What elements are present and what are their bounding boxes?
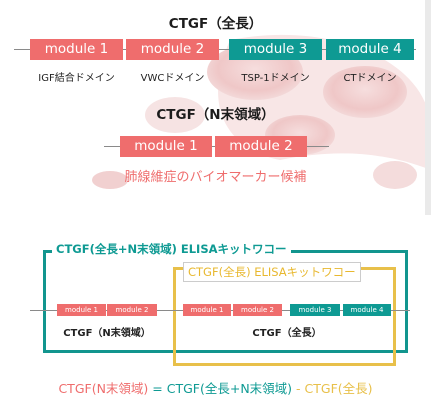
kit-full-module-3: module 3 bbox=[290, 304, 340, 316]
domain-label-tsp1: TSP-1ドメイン bbox=[241, 73, 310, 84]
module-3-block: module 3 bbox=[229, 39, 322, 60]
formula-term2: CTGF(全長) bbox=[304, 381, 373, 396]
module-2-block: module 2 bbox=[126, 39, 219, 60]
formula-equals: = bbox=[148, 381, 167, 396]
module-1-block: module 1 bbox=[30, 39, 123, 60]
kit-full-module-1: module 1 bbox=[183, 304, 231, 316]
domain-label-vwc: VWCドメイン bbox=[140, 73, 205, 84]
kit-n-terminal-label: CTGF（N末領域） bbox=[63, 328, 151, 339]
n-module-1-block: module 1 bbox=[120, 136, 212, 157]
domain-label-ct: CTドメイン bbox=[343, 73, 397, 84]
formula-minus: - bbox=[292, 381, 305, 396]
formula: CTGF(N末領域) = CTGF(全長+N末領域) - CTGF(全長) bbox=[0, 378, 431, 397]
n-terminal-title: CTGF（N末領域） bbox=[156, 107, 275, 123]
kit-full-module-4: module 4 bbox=[343, 304, 391, 316]
kit-full-length-label: CTGF（全長） bbox=[252, 328, 322, 339]
kit-n-module-2: module 2 bbox=[107, 304, 157, 316]
kit-full-module-2: module 2 bbox=[233, 304, 282, 316]
domain-label-igf: IGF結合ドメイン bbox=[38, 73, 115, 84]
kit-n-module-1: module 1 bbox=[57, 304, 106, 316]
formula-term1: CTGF(全長+N末領域) bbox=[166, 381, 293, 396]
outer-kit-label: CTGF(全長+N末領域) ELISAキットワコー bbox=[52, 240, 291, 258]
n-module-2-block: module 2 bbox=[215, 136, 307, 157]
full-length-title: CTGF（全長） bbox=[168, 16, 263, 32]
inner-kit-label: CTGF(全長) ELISAキットワコー bbox=[183, 262, 361, 282]
module-4-block: module 4 bbox=[326, 39, 414, 60]
formula-lhs: CTGF(N末領域) bbox=[58, 381, 149, 396]
biomarker-candidate-text: 肺線維症のバイオマーカー候補 bbox=[124, 170, 307, 185]
